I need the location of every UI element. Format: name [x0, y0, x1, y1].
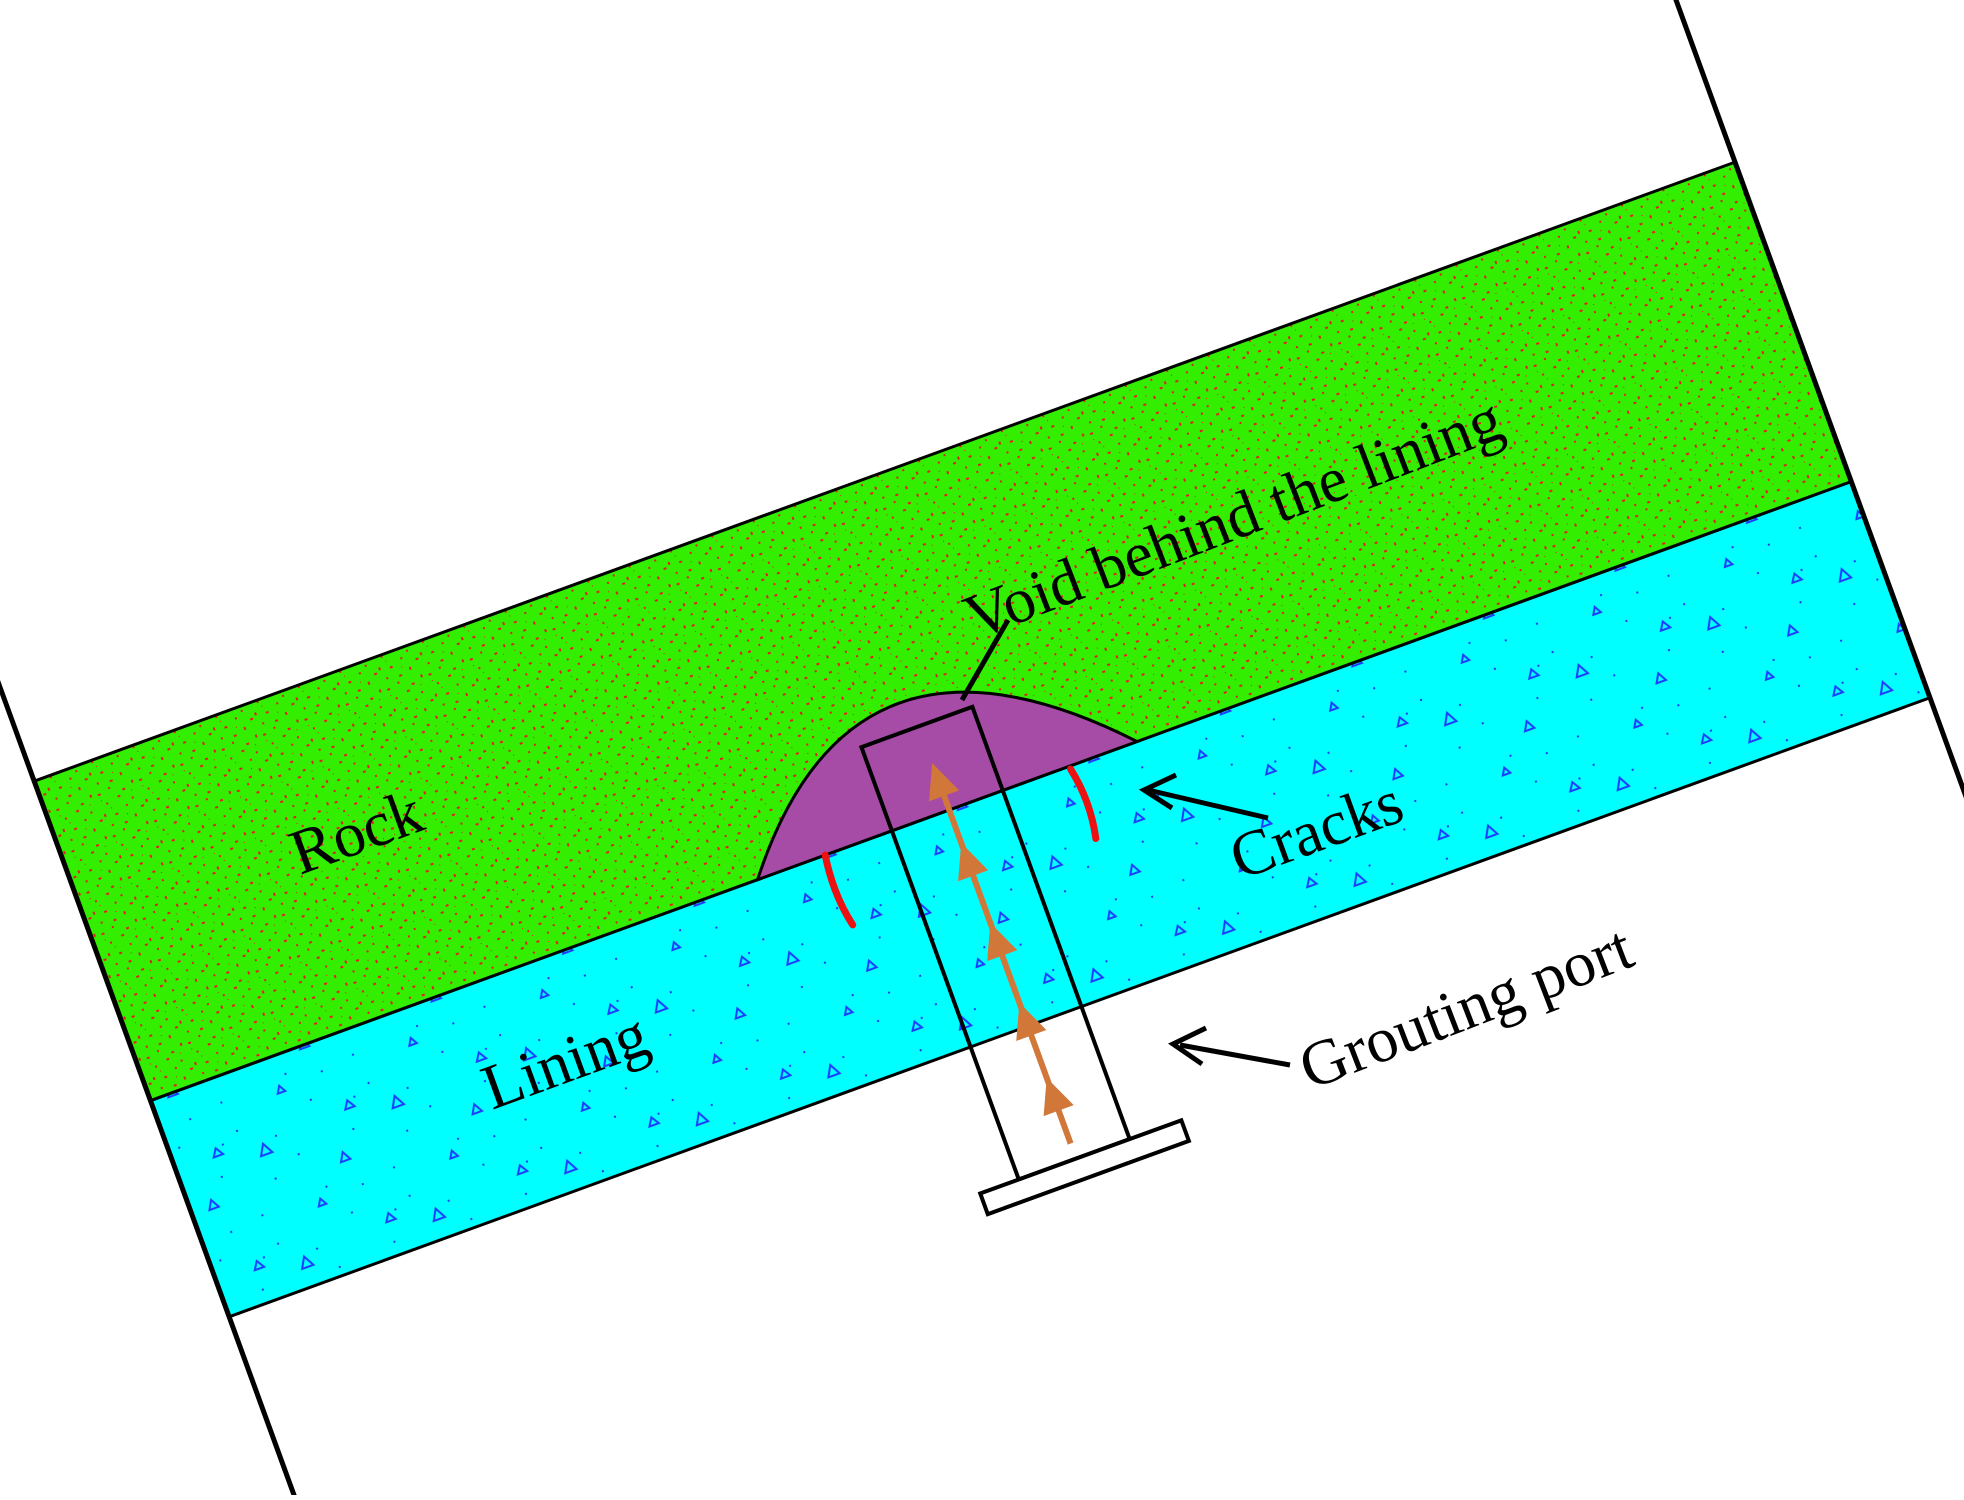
grouting-port-arrowhead	[1168, 1025, 1208, 1067]
void-leader-line	[959, 618, 1011, 702]
grout-arrow-head	[958, 842, 989, 882]
grouting-port-leader-line	[1179, 1042, 1291, 1068]
crack-right	[1067, 765, 1100, 843]
grout-arrow-head	[987, 922, 1018, 962]
grout-arrow-head	[1016, 1002, 1047, 1041]
grouting-port-label: Grouting port	[1290, 911, 1643, 1103]
right-boundary-line	[1672, 0, 1964, 887]
grout-flow-arrows	[929, 762, 1074, 1145]
grouting-pipe-flange	[977, 1117, 1192, 1217]
left-boundary-line	[0, 620, 300, 1500]
grout-arrow-head	[1043, 1077, 1074, 1117]
cracks-leader-line	[1147, 787, 1269, 821]
crack-left	[821, 851, 857, 929]
grout-arrow-head	[929, 762, 960, 802]
cracks-arrowhead	[1138, 772, 1178, 811]
